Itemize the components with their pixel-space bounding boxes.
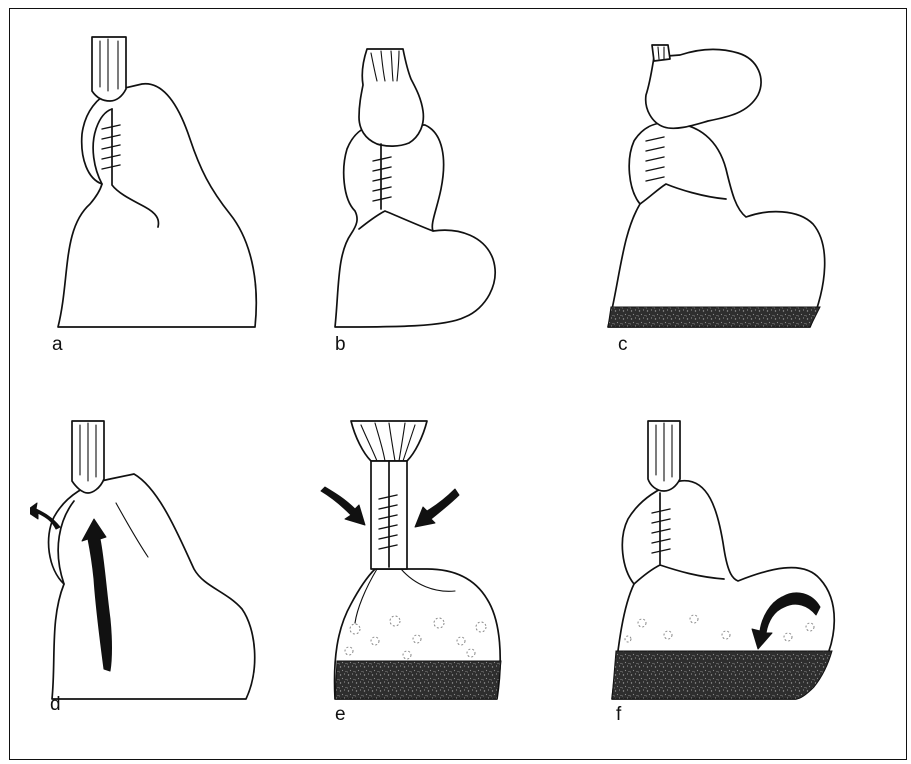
stomach-illustration-f bbox=[598, 409, 858, 739]
panel-label-f: f bbox=[616, 705, 621, 724]
inward-arrow-left bbox=[321, 487, 365, 525]
panel-c: c bbox=[598, 29, 858, 359]
stomach-illustration-c bbox=[598, 29, 858, 359]
panel-e: e bbox=[315, 409, 575, 739]
panel-label-b: b bbox=[335, 335, 346, 354]
panel-f: f bbox=[598, 409, 858, 739]
panel-label-d: d bbox=[50, 695, 61, 714]
inward-arrow-right bbox=[415, 489, 459, 527]
panel-b: b bbox=[315, 29, 575, 359]
panel-label-a: a bbox=[52, 335, 63, 354]
figure-frame: a b c bbox=[9, 8, 907, 760]
fluid-layer-f bbox=[612, 651, 832, 699]
stomach-illustration-d bbox=[30, 409, 290, 739]
stomach-illustration-b bbox=[315, 29, 575, 359]
fluid-layer-c bbox=[608, 307, 820, 327]
panel-label-e: e bbox=[335, 705, 346, 724]
panel-label-c: c bbox=[618, 335, 628, 354]
stomach-illustration-e bbox=[315, 409, 575, 739]
fluid-layer-e bbox=[335, 661, 501, 699]
stomach-illustration-a bbox=[30, 29, 290, 359]
panel-d: d bbox=[30, 409, 290, 739]
panel-a: a bbox=[30, 29, 290, 359]
